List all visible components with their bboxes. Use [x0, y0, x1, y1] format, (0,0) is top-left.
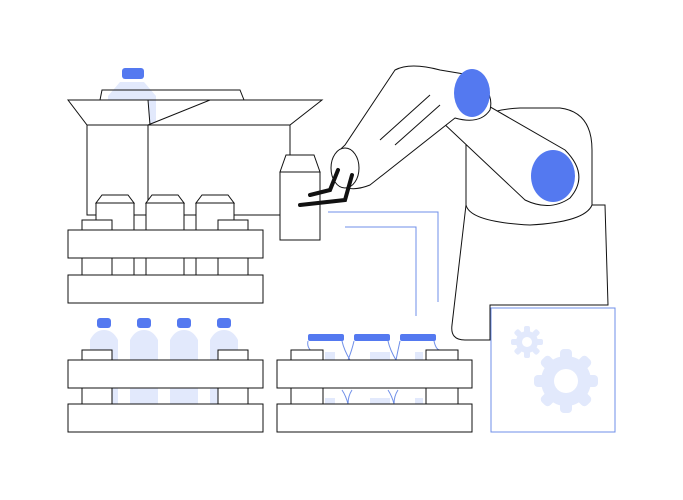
- crate-with-jars: [276, 334, 473, 433]
- robot-arm: [330, 65, 580, 206]
- gear-icon: [511, 326, 543, 358]
- bottle-cap: [137, 318, 151, 328]
- robot-joint-lower: [531, 150, 575, 202]
- bottle-cap: [177, 318, 191, 328]
- signal-lines: [328, 211, 439, 316]
- crate-with-cartons: [67, 194, 264, 304]
- bottle-cap: [217, 318, 231, 328]
- open-cardboard-box: [66, 68, 324, 216]
- bottle-cap: [122, 68, 144, 79]
- gear-icon: [534, 349, 598, 413]
- jar-lid: [354, 334, 390, 341]
- settings-panel: [490, 307, 616, 433]
- crate-with-bottles: [67, 318, 264, 433]
- jar-lid: [400, 334, 436, 341]
- bottle-cap: [97, 318, 111, 328]
- robot-gripper: [298, 168, 354, 207]
- jar-lid: [308, 334, 344, 341]
- held-carton: [279, 154, 321, 241]
- robot-joint-upper: [454, 69, 490, 117]
